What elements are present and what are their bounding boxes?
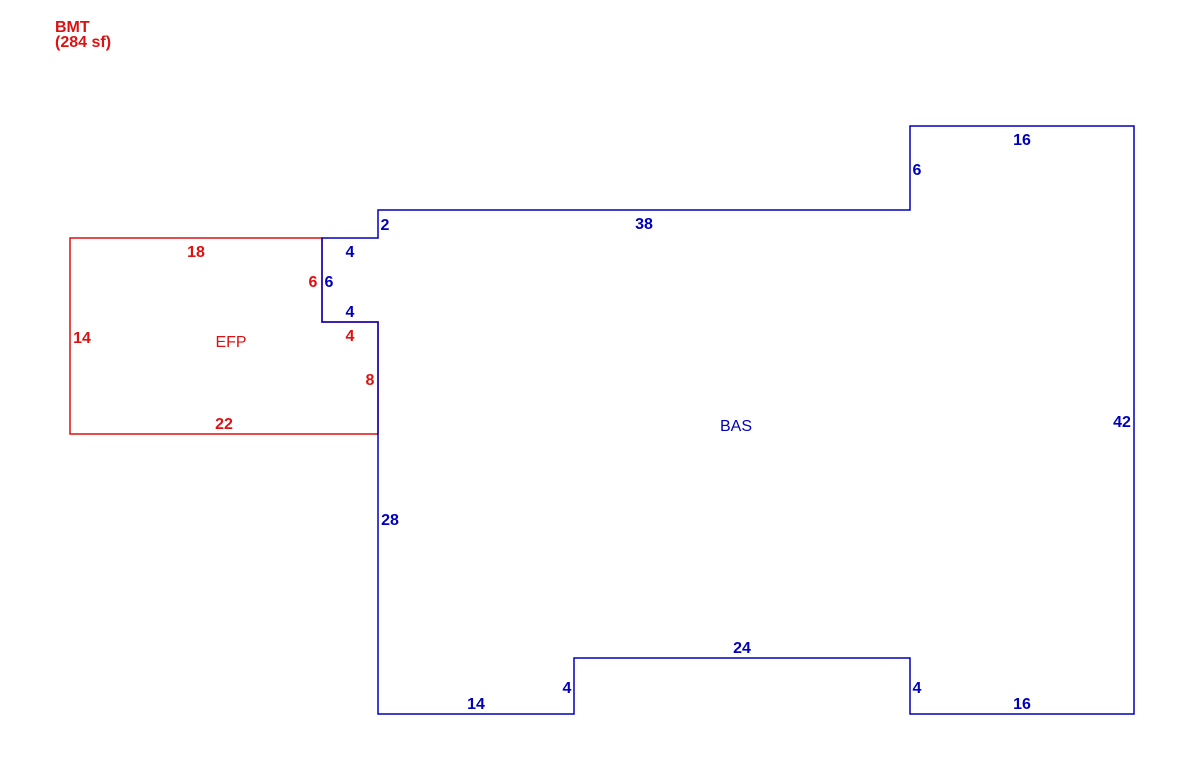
bas-dim-bottom-left-rise: 4 (563, 680, 572, 697)
efp-dim-notch-horizontal: 4 (346, 328, 355, 345)
bas-dim-top: 38 (635, 216, 653, 233)
bas-dim-bottom-right-rise: 4 (913, 680, 922, 697)
bas-dim-top-right: 16 (1013, 132, 1031, 149)
efp-dim-left: 14 (73, 330, 91, 347)
bas-dim-step-left: 4 (346, 244, 355, 261)
efp-dim-right: 8 (366, 372, 375, 389)
bas-area-label: BAS (720, 418, 752, 435)
bas-dim-right: 42 (1113, 414, 1131, 431)
efp-area-label: EFP (215, 334, 246, 351)
bas-dim-top-right-rise: 6 (913, 162, 922, 179)
header-code: BMT (55, 19, 90, 36)
bas-dim-bottom-right: 16 (1013, 696, 1031, 713)
bas-dim-notch-vertical: 6 (325, 274, 334, 291)
efp-dim-top: 18 (187, 244, 205, 261)
bas-dim-notch-horizontal: 4 (346, 304, 355, 321)
efp-dim-notch-vertical: 6 (309, 274, 318, 291)
bas-dim-bottom-middle: 24 (733, 640, 751, 657)
header-area: (284 sf) (55, 34, 111, 51)
bas-dim-left: 28 (381, 512, 399, 529)
bas-outline (321, 125, 1135, 715)
bas-dim-bottom-left: 14 (467, 696, 485, 713)
efp-dim-bottom: 22 (215, 416, 233, 433)
bas-dim-step-small: 2 (381, 217, 390, 234)
